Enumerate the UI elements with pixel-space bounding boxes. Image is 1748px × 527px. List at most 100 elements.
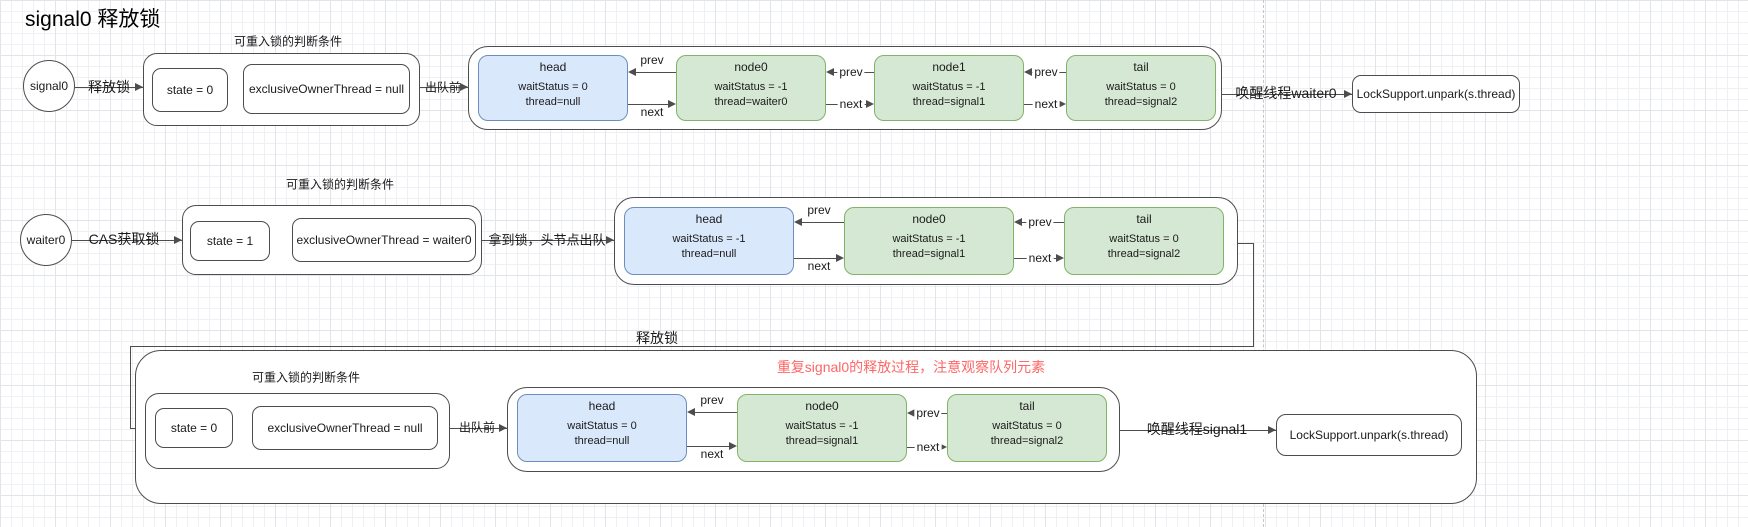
owner-thread-box[interactable]: exclusiveOwnerThread = null — [243, 64, 410, 114]
node-title: head — [539, 60, 567, 74]
node-thread: thread=signal1 — [912, 96, 986, 108]
actor-circle-waiter0[interactable]: waiter0 — [20, 214, 72, 266]
node-thread: thread=signal2 — [990, 435, 1064, 447]
edge-label-got-lock-dequeue: 拿到锁，头节点出队 — [488, 232, 606, 248]
state-box[interactable]: state = 1 — [190, 221, 270, 261]
state-value: state = 1 — [206, 234, 254, 248]
arrowhead-icon — [628, 68, 636, 76]
edge-release-connector — [1238, 243, 1253, 245]
arrowhead-icon — [606, 236, 614, 244]
node-thread: thread=null — [574, 435, 630, 447]
arrowhead-icon — [939, 443, 947, 451]
node-waitstatus: waitStatus = -1 — [892, 233, 966, 245]
queue-node-tail[interactable]: tail waitStatus = 0 thread=signal2 — [1066, 55, 1216, 121]
condition-title: 可重入锁的判断条件 — [251, 370, 361, 385]
red-note: 重复signal0的释放过程，注意观察队列元素 — [776, 359, 1046, 375]
arrowhead-icon — [668, 100, 676, 108]
arrowhead-icon — [174, 236, 182, 244]
state-box[interactable]: state = 0 — [155, 408, 233, 448]
edge-label-prev: prev — [1032, 65, 1060, 79]
unpark-box[interactable]: LockSupport.unpark(s.thread) — [1276, 414, 1462, 456]
edge-before-dequeue — [450, 428, 507, 430]
edge-release-connector — [1253, 243, 1255, 346]
node-waitstatus: waitStatus = 0 — [567, 420, 637, 432]
edge-label-prev: prev — [700, 393, 724, 407]
edge-label-before-dequeue: 出队前 — [458, 420, 496, 435]
condition-title: 可重入锁的判断条件 — [285, 177, 395, 192]
edge-release-connector — [130, 346, 132, 428]
unpark-call: LockSupport.unpark(s.thread) — [1289, 428, 1449, 442]
edge-label-prev: prev — [837, 65, 865, 79]
node-title: node0 — [912, 212, 946, 226]
edge-release-connector — [130, 428, 138, 430]
arrowhead-icon — [135, 83, 143, 91]
node-thread: thread=null — [681, 248, 737, 260]
queue-node-tail[interactable]: tail waitStatus = 0 thread=signal2 — [1064, 207, 1224, 275]
state-box[interactable]: state = 0 — [152, 68, 228, 112]
node-waitstatus: waitStatus = 0 — [992, 420, 1062, 432]
node-thread: thread=signal2 — [1104, 96, 1178, 108]
node-title: node1 — [932, 60, 966, 74]
edge-cas-acquire — [72, 240, 182, 242]
node-title: tail — [1019, 399, 1035, 413]
state-value: state = 0 — [170, 421, 218, 435]
unpark-call: LockSupport.unpark(s.thread) — [1356, 87, 1516, 101]
edge-wake-signal1 — [1120, 430, 1276, 432]
edge-next — [687, 446, 729, 448]
edge-label-next: next — [1032, 97, 1060, 111]
queue-node-head[interactable]: head waitStatus = -1 thread=null — [624, 207, 794, 275]
owner-thread-box[interactable]: exclusiveOwnerThread = null — [252, 406, 438, 450]
queue-node-head[interactable]: head waitStatus = 0 thread=null — [517, 394, 687, 462]
queue-node-head[interactable]: head waitStatus = 0 thread=null — [478, 55, 628, 121]
owner-thread-value: exclusiveOwnerThread = waiter0 — [296, 233, 472, 247]
edge-before-dequeue — [420, 87, 468, 89]
arrowhead-icon — [1058, 100, 1066, 108]
edge-label-release-lock: 释放锁 — [88, 79, 130, 95]
node-waitstatus: waitStatus = 0 — [518, 81, 588, 93]
edge-label-wake-waiter0: 唤醒线程waiter0 — [1235, 85, 1337, 101]
edge-label-prev: prev — [1026, 215, 1054, 229]
queue-node-node0[interactable]: node0 waitStatus = -1 thread=waiter0 — [676, 55, 826, 121]
actor-circle-signal0[interactable]: signal0 — [23, 60, 75, 112]
arrowhead-icon — [1268, 426, 1276, 434]
node-title: node0 — [805, 399, 839, 413]
owner-thread-value: exclusiveOwnerThread = null — [267, 421, 423, 435]
arrowhead-icon — [1024, 68, 1032, 76]
arrowhead-icon — [794, 218, 802, 226]
node-title: head — [695, 212, 723, 226]
condition-title: 可重入锁的判断条件 — [233, 34, 343, 49]
arrowhead-icon — [1344, 90, 1352, 98]
page-boundary-dashed-line — [1263, 0, 1264, 527]
node-thread: thread=null — [525, 96, 581, 108]
edge-next — [794, 258, 836, 260]
arrowhead-icon — [866, 100, 874, 108]
edge-release-connector — [130, 346, 1254, 348]
edge-label-cas-acquire: CAS获取锁 — [88, 231, 160, 247]
node-thread: thread=waiter0 — [714, 96, 788, 108]
node-title: head — [588, 399, 616, 413]
node-title: node0 — [734, 60, 768, 74]
node-waitstatus: waitStatus = -1 — [912, 81, 986, 93]
arrowhead-icon — [836, 254, 844, 262]
node-waitstatus: waitStatus = 0 — [1106, 81, 1176, 93]
owner-thread-value: exclusiveOwnerThread = null — [248, 82, 405, 96]
owner-thread-box[interactable]: exclusiveOwnerThread = waiter0 — [292, 218, 476, 262]
edge-label-prev: prev — [914, 406, 942, 420]
arrowhead-icon — [907, 409, 915, 417]
unpark-box[interactable]: LockSupport.unpark(s.thread) — [1352, 75, 1520, 113]
queue-node-node0[interactable]: node0 waitStatus = -1 thread=signal1 — [737, 394, 907, 462]
queue-node-tail[interactable]: tail waitStatus = 0 thread=signal2 — [947, 394, 1107, 462]
queue-node-node0[interactable]: node0 waitStatus = -1 thread=signal1 — [844, 207, 1014, 275]
arrowhead-icon — [729, 442, 737, 450]
edge-label-next: next — [837, 97, 865, 111]
arrowhead-icon — [1056, 254, 1064, 262]
actor-label: waiter0 — [26, 233, 66, 247]
queue-node-node1[interactable]: node1 waitStatus = -1 thread=signal1 — [874, 55, 1024, 121]
edge-label-next: next — [807, 259, 831, 273]
edge-label-wake-signal1: 唤醒线程signal1 — [1146, 421, 1248, 437]
node-title: tail — [1136, 212, 1152, 226]
edge-label-next: next — [700, 447, 724, 461]
edge-got-lock-dequeue — [482, 240, 614, 242]
edge-label-next: next — [914, 440, 942, 454]
